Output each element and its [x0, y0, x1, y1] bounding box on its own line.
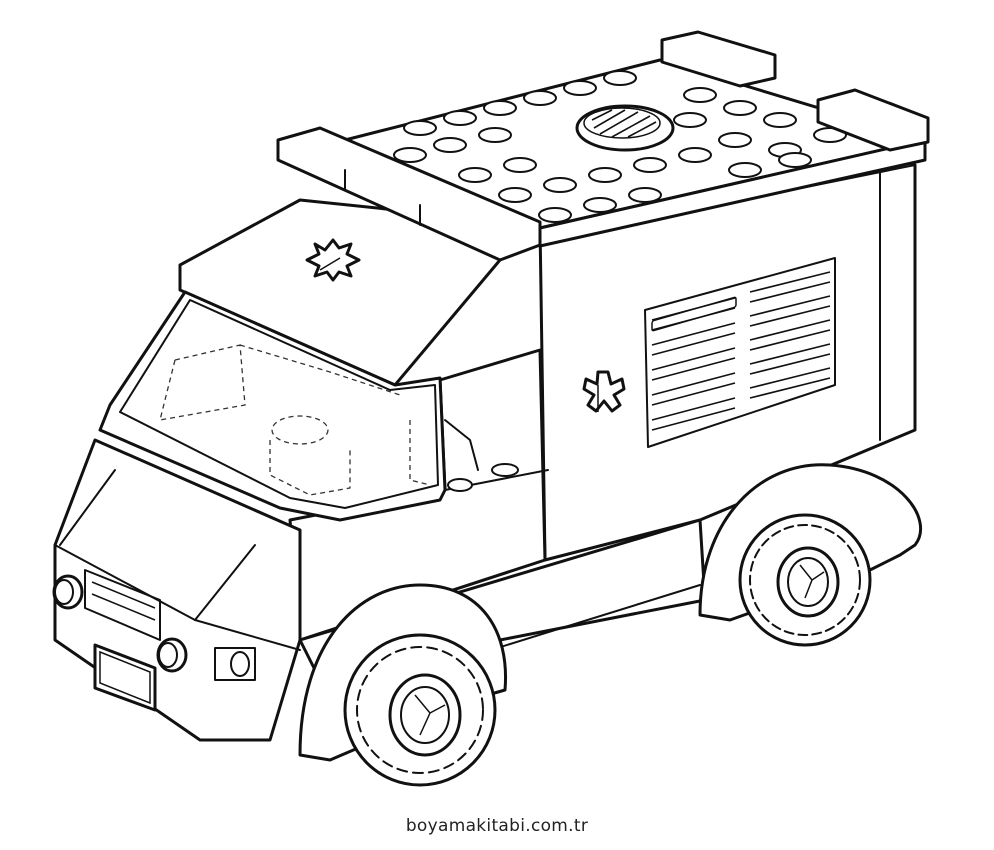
front-fascia	[52, 569, 256, 712]
license-plate	[93, 643, 157, 712]
side-marker-light	[214, 647, 256, 681]
front-wheel	[298, 583, 508, 787]
star-of-life-emblem-roof	[305, 238, 361, 282]
side-vent-grille	[644, 257, 836, 448]
headlight-right	[156, 637, 188, 673]
roof-hatch	[575, 104, 675, 152]
star-of-life-emblem-side	[582, 370, 626, 413]
rear-light-bars	[660, 30, 930, 152]
cab-roof	[178, 126, 542, 387]
rear-wheel	[698, 463, 922, 647]
watermark-caption: boyamakitabi.com.tr	[405, 816, 589, 836]
headlight-left	[52, 574, 84, 610]
windshield	[98, 290, 447, 522]
